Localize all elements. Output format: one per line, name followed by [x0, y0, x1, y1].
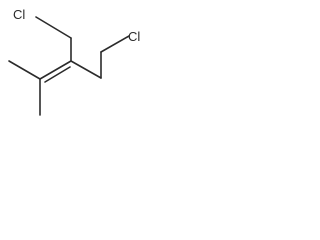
chlorine-atom-label: Cl	[13, 7, 25, 22]
bond-cl1-c1	[35, 16, 72, 39]
bond-c2-c3	[70, 60, 102, 79]
bond-c4-cl2	[100, 35, 130, 53]
bond-c2-c5-inner	[44, 66, 71, 83]
bond-c2-c5-outer	[39, 60, 72, 80]
bond-c5-c6	[8, 60, 41, 80]
chlorine-atom-label: Cl	[128, 29, 140, 44]
chemical-structure: Cl Cl	[8, 7, 140, 116]
